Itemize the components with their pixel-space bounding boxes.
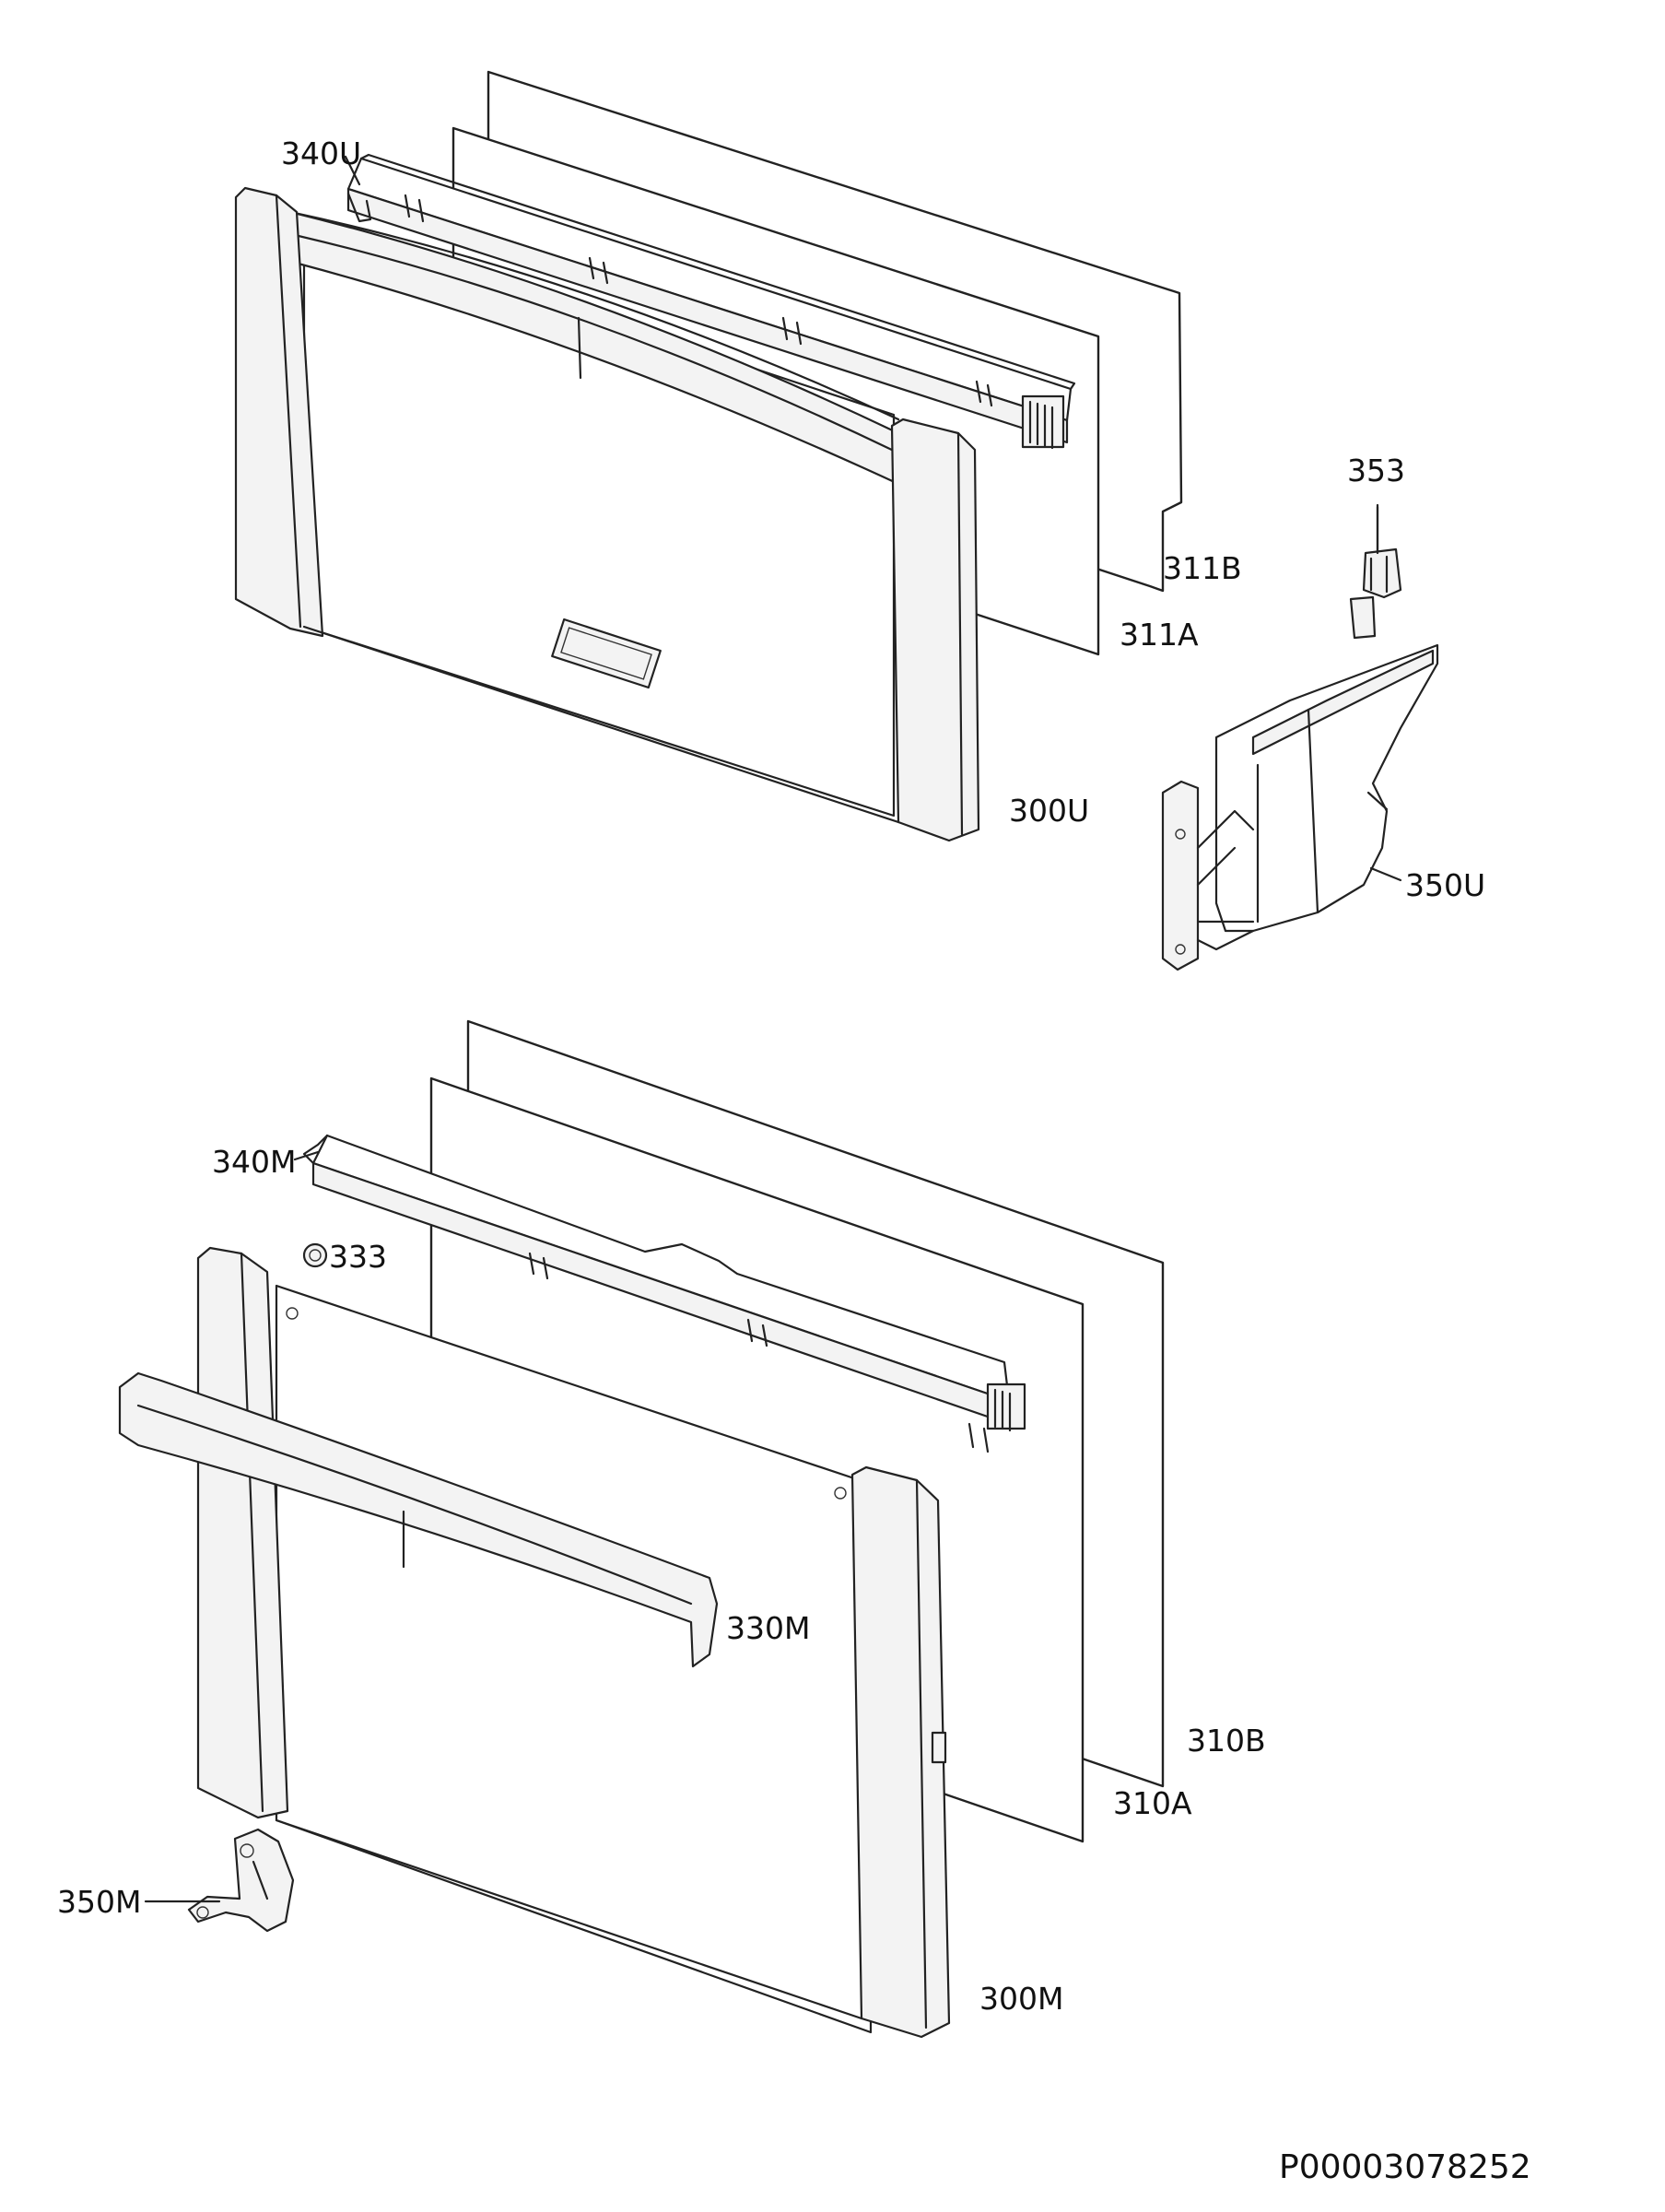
label-340u: 340U <box>281 135 361 171</box>
hinge-350u[interactable] <box>1161 643 1439 971</box>
hinge-350m[interactable] <box>187 1828 295 1933</box>
leader-lines <box>144 155 1402 1903</box>
label-333: 333 <box>329 1239 387 1275</box>
handle-330m[interactable] <box>118 1371 719 1668</box>
label-350u: 350U <box>1405 867 1485 903</box>
label-311b: 311B <box>1163 550 1242 586</box>
grommet-333[interactable] <box>302 1242 328 1268</box>
drawing-code: P00003078252 <box>1279 2148 1531 2186</box>
top-trim-340u[interactable] <box>346 153 1076 450</box>
label-310a: 310A <box>1113 1785 1192 1821</box>
label-300u: 300U <box>1009 793 1089 829</box>
label-330m: 330M <box>726 1610 810 1646</box>
label-353: 353 <box>1347 453 1405 488</box>
lower-door-assembly <box>118 1019 1165 2039</box>
label-340m: 340M <box>212 1144 296 1180</box>
label-311a: 311A <box>1120 617 1199 653</box>
door-switch-353[interactable] <box>1349 505 1402 640</box>
top-trim-340m[interactable] <box>302 1134 1026 1453</box>
label-300m: 300M <box>979 1981 1063 2017</box>
upper-door-frame-300u[interactable] <box>234 186 980 842</box>
upper-door-assembly <box>234 70 1439 971</box>
label-350m: 350M <box>57 1884 141 1920</box>
part-labels: 340U 311B 311A 353 300U 350U 340M 333 33… <box>57 135 1485 2017</box>
label-310b: 310B <box>1187 1723 1266 1759</box>
lower-door-frame-300m[interactable] <box>196 1246 951 2039</box>
